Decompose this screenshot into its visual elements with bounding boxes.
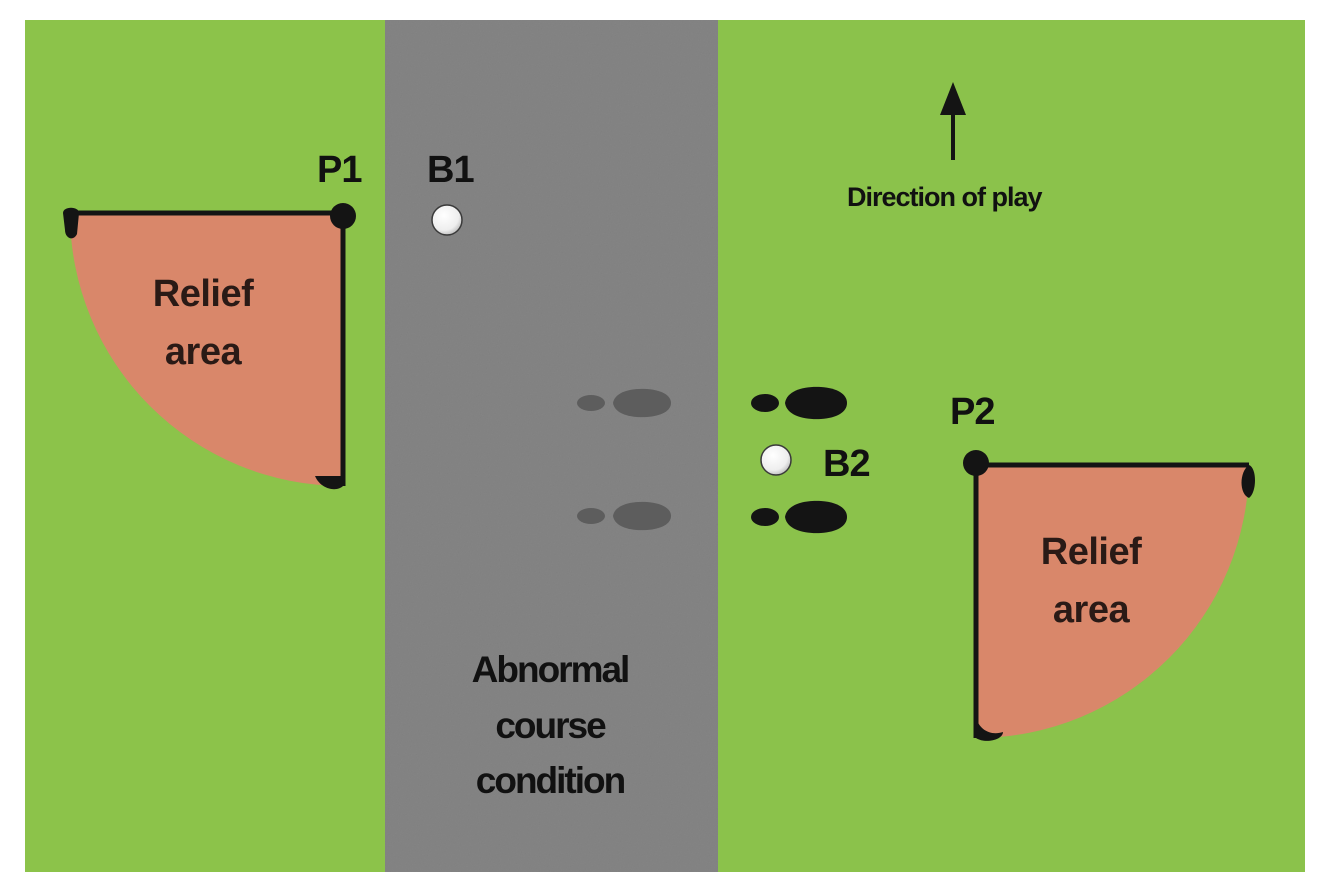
- condition-label-line1: Abnormal: [472, 649, 629, 690]
- relief-area-right-end-bottom: [976, 717, 1003, 741]
- relief-area-left: [63, 203, 356, 490]
- footprint-icon: [577, 501, 671, 531]
- relief-area-left-fill: [70, 213, 343, 486]
- grass-right: [718, 20, 1305, 872]
- footprints-on-grass: [751, 386, 847, 534]
- condition-label-line3: condition: [476, 760, 625, 801]
- golf-ball-icon: [760, 444, 792, 476]
- relief-area-right-end-top: [1241, 465, 1255, 498]
- footprints-in-strip: [577, 388, 671, 531]
- relief-area-right-fill: [976, 465, 1249, 738]
- point-label-p2: P2: [950, 391, 994, 433]
- direction-of-play-label: Direction of play: [847, 182, 1043, 212]
- footprint-icon: [751, 500, 847, 534]
- strip-texture: [385, 20, 718, 872]
- direction-arrow-icon: [940, 82, 966, 160]
- relief-area-right-label-line1: Relief: [1041, 531, 1142, 573]
- ball-label-b1: B1: [427, 149, 474, 191]
- relief-area-left-label-line1: Relief: [153, 273, 254, 315]
- relief-area-left-end-top: [63, 207, 79, 239]
- reference-point-icon: [963, 450, 989, 476]
- relief-area-left-end-bottom: [315, 476, 343, 490]
- relief-area-left-label-line2: area: [165, 331, 243, 373]
- relief-area-right-label-line2: area: [1053, 589, 1131, 631]
- ball-label-b2: B2: [823, 443, 870, 485]
- point-label-p1: P1: [317, 149, 362, 191]
- footprint-icon: [577, 388, 671, 418]
- relief-diagram: P1 B1 B2 P2 Direction of play Relief are…: [25, 20, 1305, 872]
- relief-area-right: [963, 450, 1255, 741]
- golf-ball-icon: [431, 204, 463, 236]
- condition-label-line2: course: [495, 705, 606, 746]
- footprint-icon: [751, 386, 847, 420]
- reference-point-icon: [330, 203, 356, 229]
